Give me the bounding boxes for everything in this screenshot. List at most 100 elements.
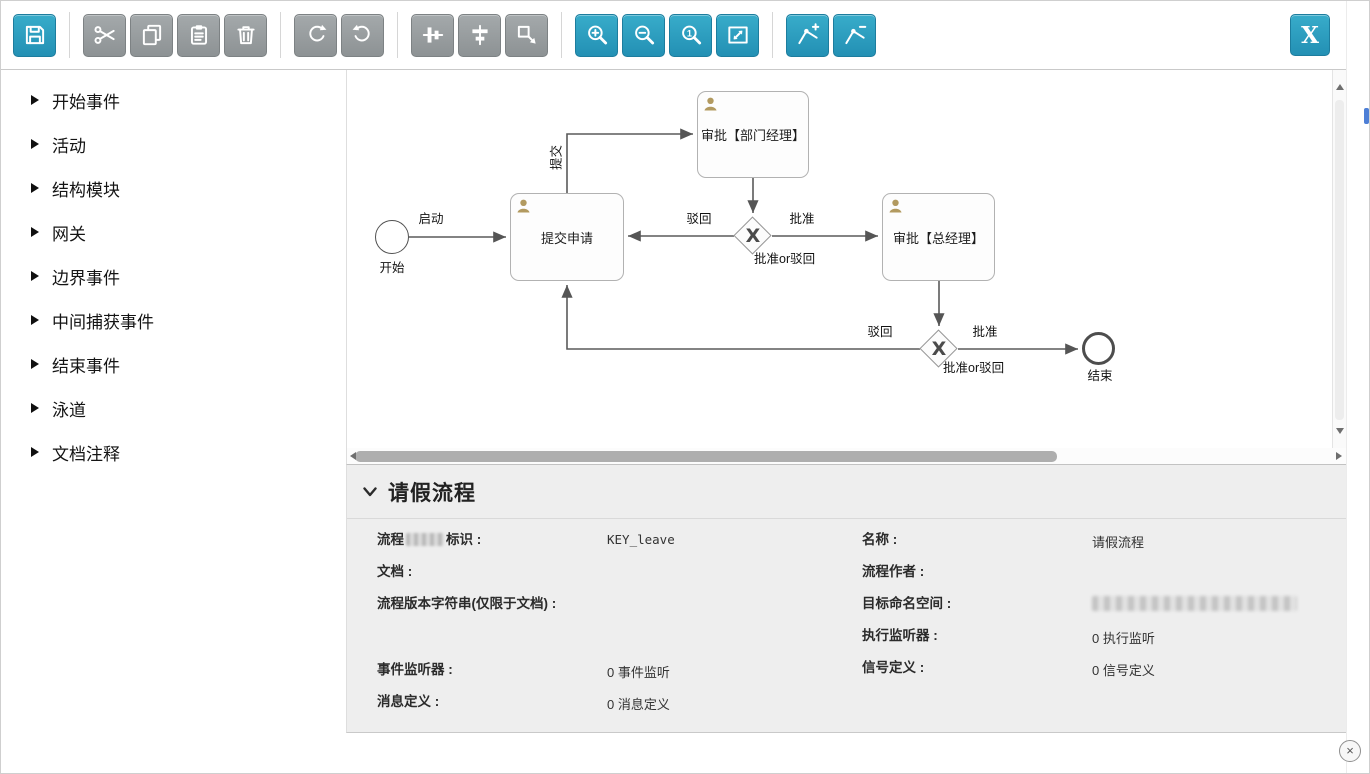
same-size-button[interactable] [505, 13, 548, 57]
property-row-process-key: 流程标识 : KEY_leave [377, 531, 837, 563]
delete-button[interactable] [224, 13, 267, 57]
palette-item-label: 结束事件 [52, 356, 120, 376]
task-submit-application[interactable]: 提交申请 [510, 193, 624, 281]
property-label: 执行监听器 : [862, 628, 938, 643]
palette-item-end-events[interactable]: 结束事件 [1, 342, 346, 386]
edge-label-reject-second: 驳回 [867, 325, 893, 339]
property-value-name[interactable]: 请假流程 [1092, 535, 1145, 550]
palette-item-label: 网关 [52, 224, 86, 244]
start-event-label: 开始 [379, 261, 405, 275]
redo-button[interactable] [294, 13, 337, 57]
redo-icon [308, 24, 326, 42]
chevron-right-icon [31, 139, 39, 149]
user-icon [889, 199, 902, 213]
copy-icon [142, 24, 161, 46]
palette-item-intermediate-catching-events[interactable]: 中间捕获事件 [1, 298, 346, 342]
chevron-right-icon [31, 227, 39, 237]
copy-button[interactable] [130, 13, 173, 57]
resize-icon [517, 25, 536, 44]
chevron-right-icon [31, 447, 39, 457]
scroll-left-arrow[interactable] [350, 452, 356, 460]
add-bendpoint-icon [797, 23, 819, 45]
toolbar: 1 X [1, 1, 1346, 70]
property-row-message-definitions: 消息定义 : 0 消息定义 [377, 693, 837, 725]
horizontal-scroll-thumb[interactable] [355, 450, 1057, 462]
exclusive-gateway-second[interactable]: X [919, 329, 959, 369]
save-icon [25, 25, 44, 45]
end-event-node[interactable] [1082, 332, 1115, 365]
task-approve-dept-manager[interactable]: 审批【部门经理】 [697, 91, 809, 178]
palette-item-gateways[interactable]: 网关 [1, 210, 346, 254]
scroll-up-arrow[interactable] [1336, 84, 1344, 90]
user-icon [704, 97, 717, 111]
property-value-execution-listeners[interactable]: 0 执行监听 [1092, 631, 1155, 646]
property-row-event-listeners: 事件监听器 : 0 事件监听 [377, 661, 837, 693]
chevron-right-icon [31, 403, 39, 413]
vertical-scroll-thumb[interactable] [1335, 100, 1344, 420]
properties-header[interactable]: 请假流程 [347, 465, 1346, 519]
property-label: 事件监听器 : [377, 662, 453, 677]
property-row-documentation: 文档 : [377, 563, 837, 595]
toolbar-divider [561, 12, 562, 58]
zoom-in-button[interactable] [575, 13, 618, 57]
remove-bendpoint-icon [844, 25, 866, 45]
gateway-x-symbol: X [931, 338, 947, 360]
zoom-out-button[interactable] [622, 13, 665, 57]
scroll-down-arrow[interactable] [1336, 428, 1344, 434]
property-label: 消息定义 : [377, 694, 440, 709]
diagram-canvas[interactable]: 开始 提交申请 审批【部门经理】 审批【总经理】 X [346, 70, 1346, 448]
toolbar-divider [772, 12, 773, 58]
page-close-button[interactable]: × [1339, 740, 1361, 762]
user-icon [517, 199, 530, 213]
zoom-out-icon [634, 25, 654, 45]
palette-item-boundary-events[interactable]: 边界事件 [1, 254, 346, 298]
browser-scroll-artifact [1364, 108, 1369, 124]
property-value-signal-definitions[interactable]: 0 信号定义 [1092, 663, 1155, 678]
gateway-first-label: 批准or驳回 [754, 252, 816, 266]
zoom-actual-icon: 1 [681, 25, 701, 45]
exclusive-gateway-first[interactable]: X [733, 216, 773, 256]
paste-button[interactable] [177, 13, 220, 57]
property-label: 流程版本字符串(仅限于文档) : [377, 596, 557, 611]
property-label: 目标命名空间 : [862, 596, 952, 611]
property-row-version-string: 流程版本字符串(仅限于文档) : [377, 595, 837, 661]
palette-item-annotation[interactable]: 文档注释 [1, 430, 346, 474]
property-value-message-definitions[interactable]: 0 消息定义 [607, 697, 670, 712]
task-label: 审批【部门经理】 [700, 128, 805, 143]
paste-icon [190, 25, 207, 45]
palette-item-activities[interactable]: 活动 [1, 122, 346, 166]
gateway-x-symbol: X [745, 225, 761, 247]
canvas-vertical-scrollbar[interactable] [1332, 70, 1346, 448]
property-label: 信号定义 : [862, 660, 925, 675]
scroll-right-arrow[interactable] [1336, 452, 1342, 460]
palette-item-swimlanes[interactable]: 泳道 [1, 386, 346, 430]
save-button[interactable] [13, 13, 56, 57]
property-label: 流程标识 : [377, 532, 482, 547]
cut-button[interactable] [83, 13, 126, 57]
properties-panel: 请假流程 流程标识 : KEY_leave 文档 : 流程版本字符串(仅限于文档… [346, 464, 1346, 733]
process-title: 请假流程 [388, 479, 476, 505]
property-value-target-namespace[interactable] [1092, 595, 1297, 614]
canvas-horizontal-scrollbar[interactable] [346, 448, 1346, 464]
palette-item-start-events[interactable]: 开始事件 [1, 78, 346, 122]
add-bendpoint-button[interactable] [786, 13, 829, 57]
palette-item-structural[interactable]: 结构模块 [1, 166, 346, 210]
chevron-right-icon [31, 271, 39, 281]
close-editor-button[interactable]: X [1290, 14, 1330, 56]
align-vertical-button[interactable] [411, 13, 454, 57]
zoom-fit-button[interactable] [716, 13, 759, 57]
undo-button[interactable] [341, 13, 384, 57]
zoom-actual-button[interactable]: 1 [669, 13, 712, 57]
toolbar-divider [69, 12, 70, 58]
start-event-node[interactable] [375, 220, 409, 254]
palette-item-label: 活动 [52, 136, 86, 156]
property-row-execution-listeners: 执行监听器 : 0 执行监听 [862, 627, 1332, 659]
remove-bendpoint-button[interactable] [833, 13, 876, 57]
task-approve-general-manager[interactable]: 审批【总经理】 [882, 193, 995, 281]
align-horizontal-button[interactable] [458, 13, 501, 57]
align-horizontal-icon [471, 24, 488, 46]
sequence-flows[interactable] [347, 70, 1333, 448]
property-value-process-key[interactable]: KEY_leave [607, 532, 675, 547]
palette-item-label: 开始事件 [52, 92, 120, 112]
property-value-event-listeners[interactable]: 0 事件监听 [607, 665, 670, 680]
